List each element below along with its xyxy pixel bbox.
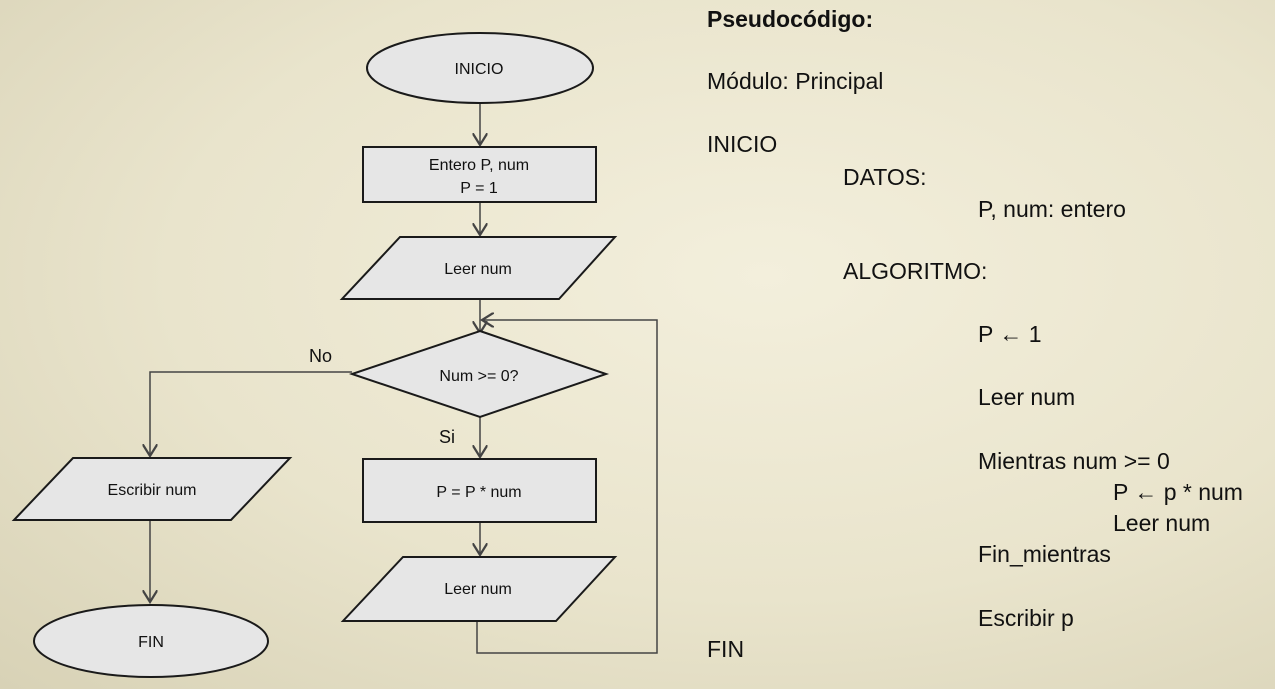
declare-process-box: [362, 146, 597, 203]
pseudocode-write: Escribir p: [978, 605, 1074, 631]
pseudocode-algorithm-label: ALGORITMO:: [843, 258, 988, 284]
end-terminal: [33, 604, 269, 678]
decision-diamond: [348, 329, 610, 419]
arrow-decision-no: [150, 371, 352, 456]
branch-label-no: No: [309, 346, 332, 366]
pseudocode-data-decl: P, num: entero: [978, 196, 1126, 222]
declare-text-1: Entero P, num: [429, 157, 529, 174]
pseudocode-module: Módulo: Principal: [707, 68, 884, 94]
branch-label-si: Si: [439, 427, 455, 447]
pseudocode-end-while: Fin_mientras: [978, 541, 1111, 567]
pseudocode-data-label: DATOS:: [843, 164, 927, 190]
read-input-box-2: [340, 556, 618, 622]
loop-back-arrow: [476, 320, 658, 654]
pseudocode-while: Mientras num >= 0: [978, 448, 1170, 474]
end-text: FIN: [138, 634, 164, 651]
pseudocode-end: FIN: [707, 636, 745, 662]
process-text: P = P * num: [436, 484, 521, 501]
write-output-box: [11, 457, 293, 521]
pseudocode-begin: INICIO: [707, 131, 778, 157]
pseudocode-heading: Pseudocódigo:: [707, 6, 874, 32]
declare-text-2: P = 1: [460, 180, 498, 197]
start-text: INICIO: [455, 61, 504, 78]
pseudocode-loop-assign: P ← p * num: [1113, 479, 1243, 505]
read-text: Leer num: [444, 261, 512, 278]
pseudocode-loop-read: Leer num: [1113, 510, 1211, 536]
write-text: Escribir num: [108, 482, 197, 499]
start-terminal: [366, 32, 594, 104]
pseudocode-assign: P ← 1: [978, 321, 1042, 347]
decision-text: Num >= 0?: [439, 368, 518, 385]
multiply-process-box: [362, 458, 597, 523]
pseudocode-read: Leer num: [978, 384, 1076, 410]
read-text-2: Leer num: [444, 581, 512, 598]
read-input-box: [339, 236, 618, 300]
